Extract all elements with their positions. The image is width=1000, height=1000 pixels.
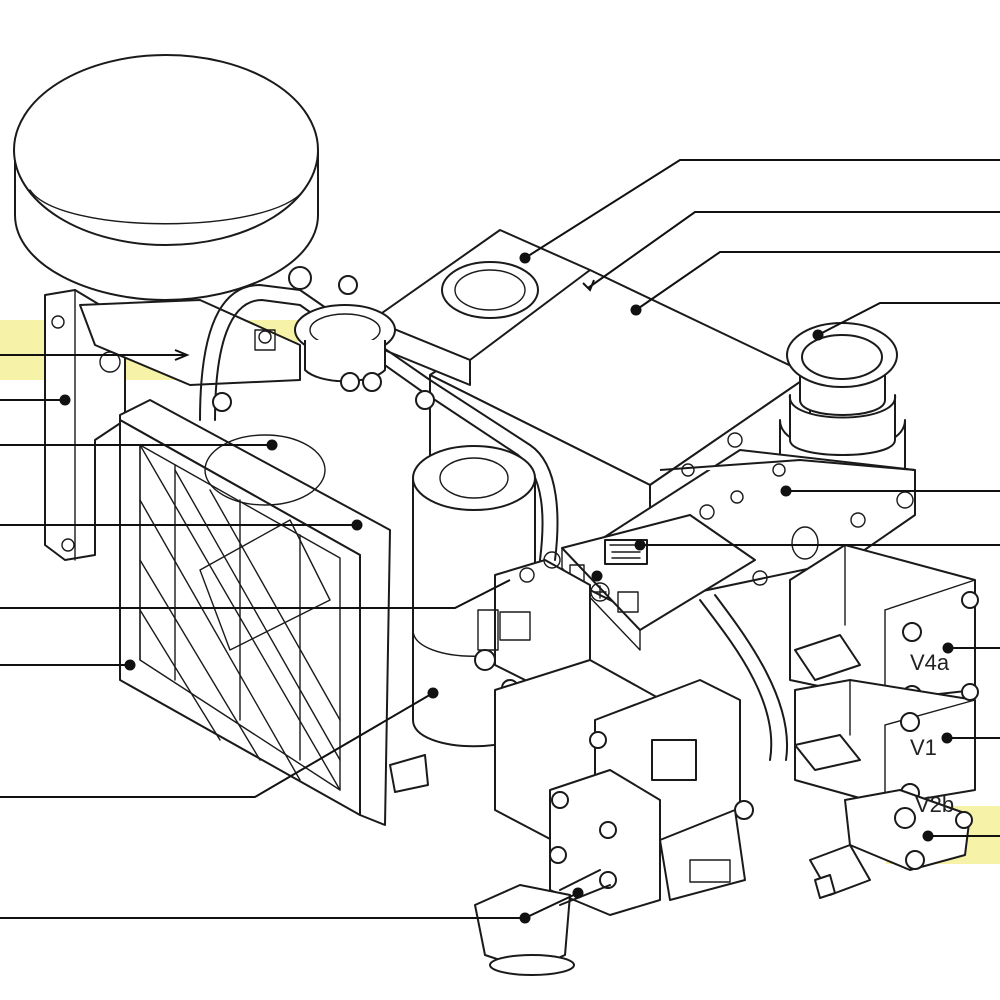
valve-stack-center: [494, 659, 754, 916]
motor-cylinder: [389, 445, 536, 793]
driver-board: [474, 551, 591, 697]
leader-dots: [59, 252, 954, 924]
cooling-fan: [119, 399, 391, 826]
bottom-foot: [474, 869, 611, 976]
valve-stack-right: [789, 544, 979, 899]
valve-label-v2b: V2b: [915, 792, 954, 817]
hose-pipe: [199, 284, 559, 561]
canister: [13, 54, 319, 301]
mounting-bracket: [44, 289, 126, 561]
valve-label-v1: V1: [910, 735, 937, 760]
valve-label-v4a: V4a: [910, 650, 950, 675]
circuit-board: [561, 514, 756, 651]
canister-mount: [79, 299, 301, 386]
pump-top-port: [371, 229, 591, 386]
pipe-fittings: [212, 266, 435, 412]
lower-hose: [699, 594, 789, 761]
